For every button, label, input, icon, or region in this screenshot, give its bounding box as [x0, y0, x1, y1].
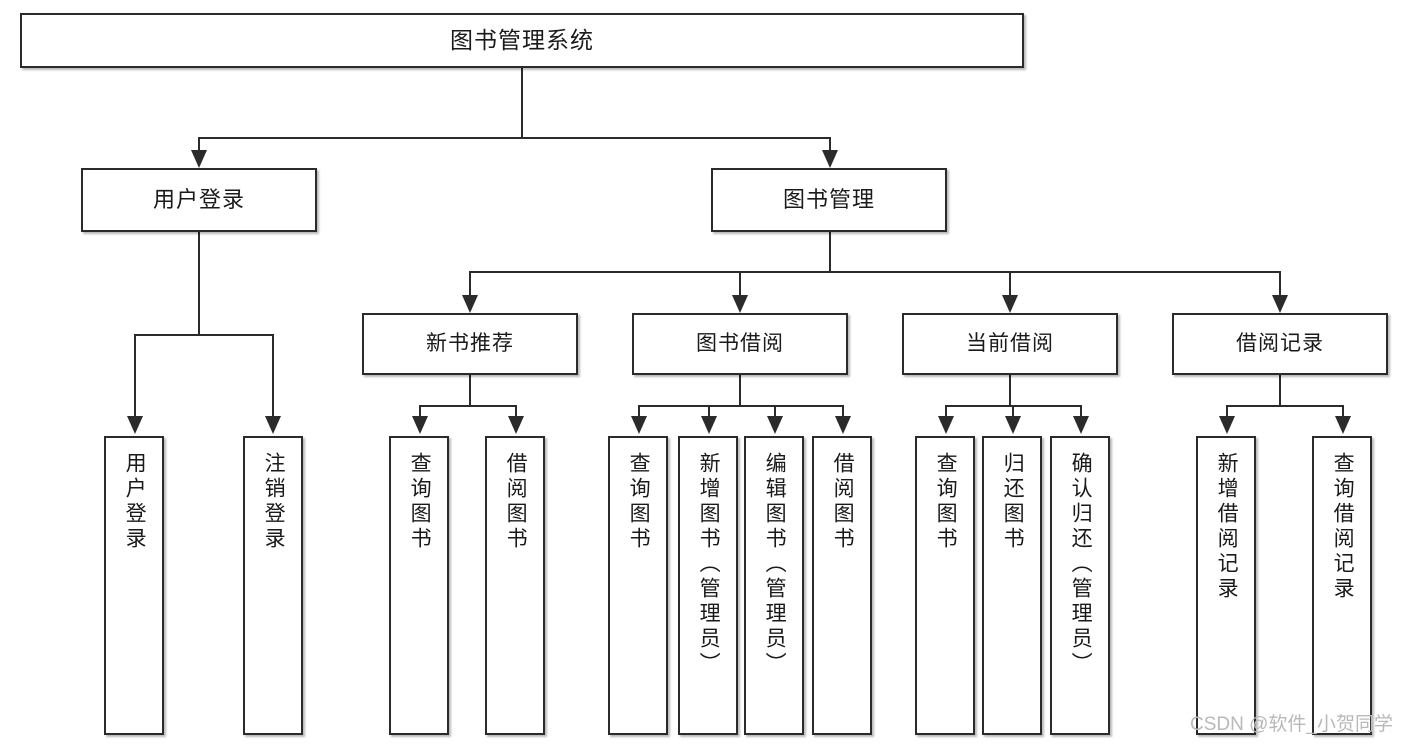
connector-record-drop-1: [1226, 405, 1228, 418]
connector-book-mgmt-bus: [469, 271, 1281, 273]
connector-borrow-drop-3: [774, 405, 776, 418]
node-label: 借阅记录: [1236, 331, 1324, 355]
arrow-to-leaf-query-book-a: [412, 416, 428, 434]
leaf-label: 查询图书: [408, 452, 432, 552]
node-label: 图书管理系统: [450, 27, 594, 54]
node-current-borrow[interactable]: 当前借阅: [902, 313, 1118, 375]
arrow-to-current-borrow: [1002, 295, 1018, 313]
connector-book-mgmt-drop-1: [469, 271, 471, 297]
connector-user-login-bus: [134, 334, 274, 336]
arrow-to-leaf-borrow-book-b: [835, 416, 851, 434]
leaf-borrow-book[interactable]: 借阅图书: [812, 436, 872, 735]
connector-borrow-drop-4: [842, 405, 844, 418]
arrow-to-leaf-query-record: [1335, 416, 1351, 434]
arrow-to-book-management: [822, 150, 838, 168]
leaf-label: 用户登录: [123, 452, 147, 552]
node-label: 图书借阅: [696, 331, 784, 355]
arrow-to-borrow-record: [1272, 295, 1288, 313]
connector-record-bus: [1226, 405, 1342, 407]
leaf-borrow-book-recommend[interactable]: 借阅图书: [485, 436, 545, 735]
leaf-user-login[interactable]: 用户登录: [104, 436, 164, 735]
connector-borrow-drop-2: [708, 405, 710, 418]
node-book-borrow[interactable]: 图书借阅: [632, 313, 848, 375]
leaf-label: 借阅图书: [504, 452, 528, 552]
node-book-management[interactable]: 图书管理: [711, 168, 947, 232]
arrow-to-leaf-user-login: [127, 416, 143, 434]
leaf-label: 归还图书: [1001, 452, 1025, 552]
leaf-logout[interactable]: 注销登录: [243, 436, 303, 735]
arrow-to-leaf-return-book: [1005, 416, 1021, 434]
leaf-label: 注销登录: [262, 452, 286, 552]
connector-root-drop-right: [829, 137, 831, 153]
node-label: 用户登录: [152, 187, 245, 213]
arrow-to-leaf-query-book-c: [938, 416, 954, 434]
connector-book-mgmt-stem: [829, 232, 831, 272]
leaf-query-book-recommend[interactable]: 查询图书: [389, 436, 449, 735]
arrow-to-leaf-logout: [265, 416, 281, 434]
leaf-label: 查询图书: [934, 452, 958, 552]
connector-current-drop-3: [1080, 405, 1082, 418]
csdn-watermark: CSDN @软件_小贺同学: [1190, 714, 1393, 735]
leaf-query-book-current[interactable]: 查询图书: [915, 436, 975, 735]
connector-record-drop-2: [1342, 405, 1344, 418]
node-root-book-management-system[interactable]: 图书管理系统: [20, 13, 1024, 68]
arrow-to-book-borrow: [732, 295, 748, 313]
connector-root-bus: [198, 137, 831, 139]
arrow-to-leaf-add-record: [1219, 416, 1235, 434]
leaf-label: 查询借阅记录: [1331, 452, 1355, 602]
node-borrow-record[interactable]: 借阅记录: [1172, 313, 1388, 375]
arrow-to-new-book-recommend: [462, 295, 478, 313]
connector-user-login-drop-2: [272, 334, 274, 418]
connector-recommend-drop-1: [419, 405, 421, 418]
arrow-to-leaf-query-book-b: [631, 416, 647, 434]
leaf-label: 查询图书: [627, 452, 651, 552]
leaf-query-book-borrow[interactable]: 查询图书: [608, 436, 668, 735]
leaf-add-book-admin[interactable]: 新增图书（管理员）: [678, 436, 738, 735]
connector-recommend-drop-2: [515, 405, 517, 418]
connector-borrow-stem: [739, 375, 741, 406]
arrow-to-leaf-add-book: [701, 416, 717, 434]
connector-borrow-bus: [638, 405, 842, 407]
connector-user-login-drop-1: [134, 334, 136, 418]
node-label: 图书管理: [782, 187, 875, 213]
node-new-book-recommend[interactable]: 新书推荐: [362, 313, 578, 375]
leaf-label: 新增借阅记录: [1215, 452, 1239, 602]
leaf-confirm-return-admin[interactable]: 确认归还（管理员）: [1050, 436, 1110, 735]
connector-current-drop-1: [945, 405, 947, 418]
leaf-label: 确认归还（管理员）: [1069, 452, 1093, 677]
connector-book-mgmt-drop-3: [1009, 271, 1011, 297]
leaf-return-book[interactable]: 归还图书: [982, 436, 1042, 735]
leaf-add-borrow-record[interactable]: 新增借阅记录: [1196, 436, 1256, 735]
connector-current-stem: [1009, 375, 1011, 406]
arrow-to-leaf-confirm-return: [1073, 416, 1089, 434]
node-user-login[interactable]: 用户登录: [81, 168, 317, 232]
connector-record-stem: [1279, 375, 1281, 406]
arrow-to-user-login: [191, 150, 207, 168]
leaf-label: 新增图书（管理员）: [697, 452, 721, 677]
leaf-query-borrow-record[interactable]: 查询借阅记录: [1312, 436, 1372, 735]
node-label: 新书推荐: [426, 331, 514, 355]
connector-book-mgmt-drop-2: [739, 271, 741, 297]
connector-user-login-stem: [198, 232, 200, 335]
connector-borrow-drop-1: [638, 405, 640, 418]
connector-root-stem: [521, 68, 523, 138]
connector-recommend-bus: [419, 405, 515, 407]
arrow-to-leaf-edit-book: [767, 416, 783, 434]
leaf-label: 编辑图书（管理员）: [763, 452, 787, 677]
node-label: 当前借阅: [966, 331, 1054, 355]
connector-root-drop-left: [198, 137, 200, 153]
arrow-to-leaf-borrow-book-a: [508, 416, 524, 434]
leaf-label: 借阅图书: [831, 452, 855, 552]
connector-current-drop-2: [1012, 405, 1014, 418]
leaf-edit-book-admin[interactable]: 编辑图书（管理员）: [744, 436, 804, 735]
connector-recommend-stem: [469, 375, 471, 406]
connector-book-mgmt-drop-4: [1279, 271, 1281, 297]
